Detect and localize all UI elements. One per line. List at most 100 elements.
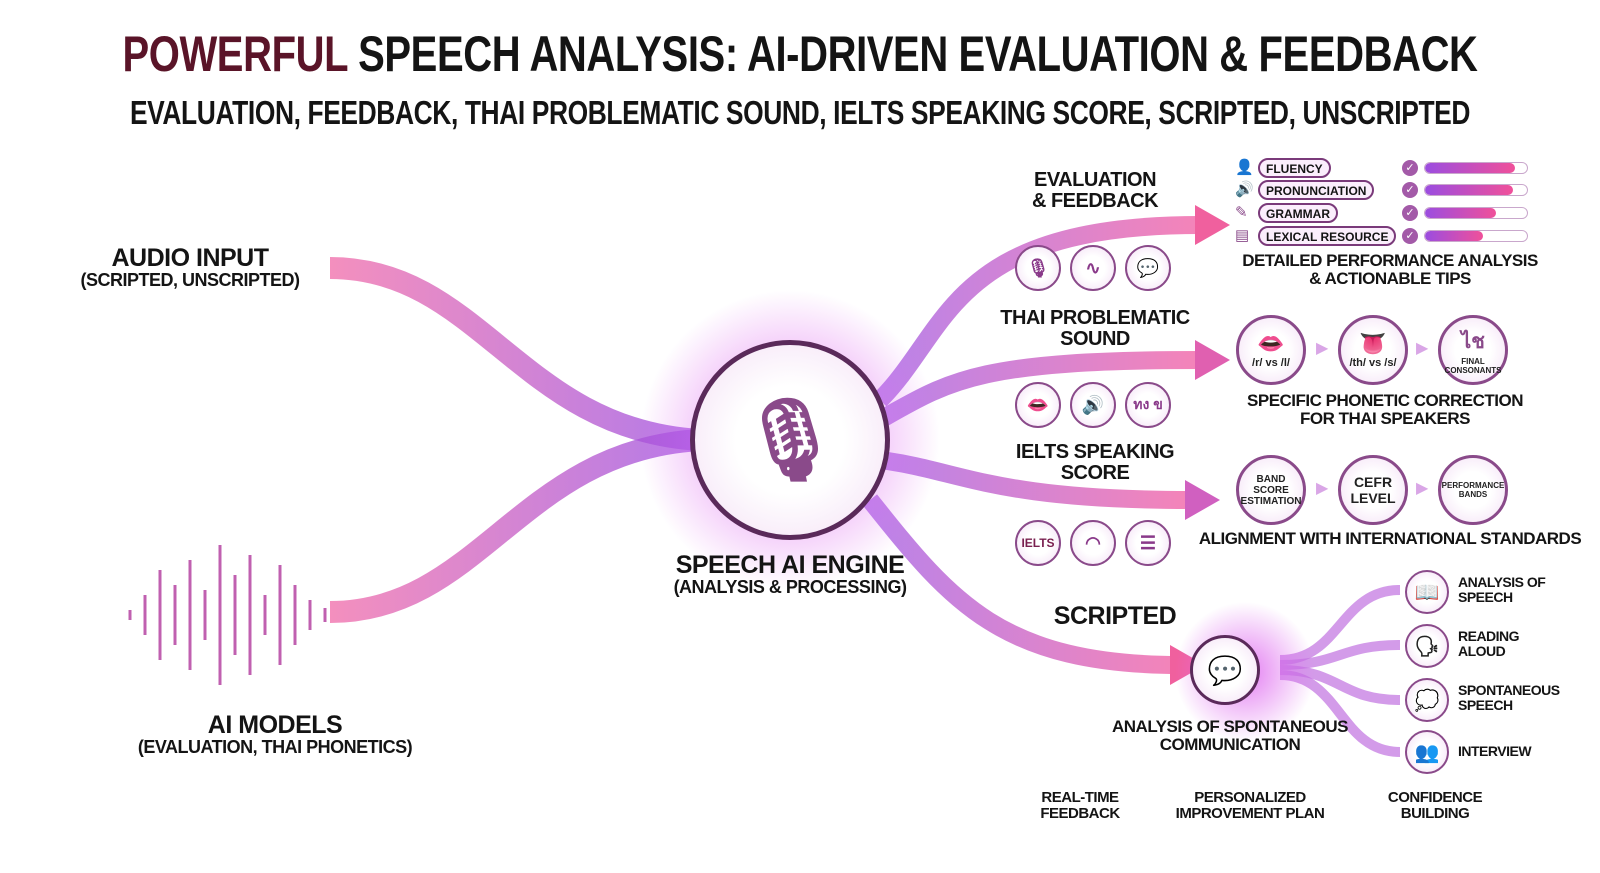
final-consonants-step: ไช FINAL CONSONANTS (1438, 315, 1508, 385)
r-vs-l-step: 👄/r/ vs /l/ (1236, 315, 1306, 385)
benefit-line: IMPROVEMENT PLAN (1175, 804, 1325, 822)
audio-input-sub: (SCRIPTED, UNSCRIPTED) (80, 270, 300, 291)
ai-models-sub: (EVALUATION, THAI PHONETICS) (137, 737, 413, 758)
evaluation-caption: DETAILED PERFORMANCE ANALYSIS& ACTIONABL… (1215, 252, 1565, 288)
speaker-icon: 🔊 (1235, 181, 1254, 198)
grammar-icon: ✎ (1235, 204, 1248, 221)
grammar-bar (1424, 207, 1528, 219)
thai-letters-icon: ทง ข (1125, 382, 1171, 428)
arrow-icon: ▶ (1316, 480, 1329, 497)
open-book-icon: 📖 (1405, 570, 1449, 614)
gauge-icon: ◠ (1070, 520, 1116, 566)
chat-icon: 💬 (1125, 245, 1171, 291)
ielts-title-2: SCORE (1060, 462, 1130, 484)
step-label: /th/ vs /s/ (1349, 357, 1397, 369)
audio-input-label: AUDIO INPUT (SCRIPTED, UNSCRIPTED) (40, 245, 340, 290)
arrow-icon: ▶ (1316, 340, 1329, 357)
lips-icon: 👄 (1257, 331, 1285, 356)
microphone-icon: 🎙 (1015, 245, 1061, 291)
title-accent: POWERFUL (122, 26, 348, 82)
page-subtitle: EVALUATION, FEEDBACK, THAI PROBLEMATIC S… (129, 94, 1471, 131)
output-line: SPONTANEOUS (1458, 682, 1560, 698)
th-vs-s-step: 👅/th/ vs /s/ (1338, 315, 1408, 385)
thai-title-2: SOUND (1060, 328, 1130, 350)
output-line: READING (1458, 628, 1520, 644)
interview-icon: 👥 (1405, 730, 1449, 774)
arrow-icon: ▶ (1416, 340, 1429, 357)
evaluation-caption-1: DETAILED PERFORMANCE ANALYSIS (1242, 251, 1538, 270)
output-line: SPEECH (1458, 588, 1513, 605)
metric-fluency: FLUENCY (1258, 158, 1331, 178)
bar-fill (1425, 231, 1484, 241)
waveform-icon: ∿ (1070, 245, 1116, 291)
output-line: ALOUD (1458, 642, 1506, 659)
fluency-bar (1424, 162, 1528, 174)
benefit-line: BUILDING (1400, 804, 1470, 822)
bar-fill (1425, 185, 1513, 195)
pronunciation-bar (1424, 184, 1528, 196)
evaluation-title-1: EVALUATION (1033, 169, 1157, 191)
checklist-icon: ☰ (1125, 520, 1171, 566)
ai-models-title: AI MODELS (207, 711, 343, 739)
benefit-line: CONFIDENCE (1387, 789, 1483, 806)
engine-title: SPEECH AI ENGINE (675, 551, 905, 579)
check-icon: ✓ (1402, 182, 1418, 198)
lexical-bar (1424, 230, 1528, 242)
bar-fill (1425, 163, 1515, 173)
cefr-level-step: CEFR LEVEL (1338, 455, 1408, 525)
speech-bubbles-icon: 💭 (1405, 678, 1449, 722)
speech-ai-engine: 🎙 (690, 340, 890, 540)
step-label: /r/ vs /l/ (1252, 357, 1290, 369)
output-interview: INTERVIEW (1458, 743, 1532, 759)
page-title: POWERFUL SPEECH ANALYSIS: AI-DRIVEN EVAL… (122, 26, 1478, 82)
tongue-icon: 👅 (1359, 331, 1387, 356)
benefit-line: PERSONALIZED (1194, 789, 1306, 806)
speaking-head-icon: 🗣 (1405, 624, 1449, 668)
ielts-title-1: IELTS SPEAKING (1015, 441, 1175, 463)
engine-label: SPEECH AI ENGINE (ANALYSIS & PROCESSING) (630, 552, 950, 597)
check-icon: ✓ (1402, 160, 1418, 176)
speaker-icon: 🔊 (1070, 382, 1116, 428)
lips-icon: 👄 (1015, 382, 1061, 428)
bar-fill (1425, 208, 1497, 218)
evaluation-title: EVALUATION& FEEDBACK (1000, 170, 1190, 212)
evaluation-caption-2: & ACTIONABLE TIPS (1309, 268, 1471, 288)
step-label: FINAL CONSONANTS (1444, 357, 1502, 375)
check-icon: ✓ (1402, 205, 1418, 221)
benefit-line: FEEDBACK (1040, 804, 1120, 822)
ielts-caption: ALIGNMENT WITH INTERNATIONAL STANDARDS (1198, 529, 1582, 548)
metric-grammar: GRAMMAR (1258, 203, 1338, 223)
title-rest: SPEECH ANALYSIS: AI-DRIVEN EVALUATION & … (358, 26, 1478, 82)
person-icon: 👤 (1235, 159, 1254, 176)
book-icon: ▤ (1235, 227, 1250, 244)
hub-caption-2: COMMUNICATION (1159, 734, 1301, 754)
conversation-hub-icon: 💬 (1190, 635, 1260, 705)
arrow-icon: ▶ (1416, 480, 1429, 497)
scripted-title: SCRIPTED (1053, 602, 1177, 630)
thai-title-1: THAI PROBLEMATIC (1000, 307, 1190, 329)
thai-caption-2: FOR THAI SPEAKERS (1299, 408, 1471, 428)
metric-pronunciation: PRONUNCIATION (1258, 180, 1375, 200)
hub-caption-1: ANALYSIS OF SPONTANEOUS (1112, 717, 1348, 736)
metric-lexical-resource: LEXICAL RESOURCE (1258, 226, 1397, 246)
waveform-graphic (128, 545, 327, 685)
thai-caption-1: SPECIFIC PHONETIC CORRECTION (1247, 391, 1523, 410)
output-line: ANALYSIS OF (1458, 574, 1546, 590)
brain-microphone-icon: 🎙 (739, 395, 841, 484)
performance-bands-step: PERFORMANCE BANDS (1438, 455, 1508, 525)
check-icon: ✓ (1402, 228, 1418, 244)
thai-glyph-icon: ไช (1461, 331, 1485, 353)
engine-sub: (ANALYSIS & PROCESSING) (673, 577, 907, 598)
ielts-icon: IELTS (1015, 520, 1061, 566)
benefit-line: REAL-TIME (1041, 789, 1119, 806)
